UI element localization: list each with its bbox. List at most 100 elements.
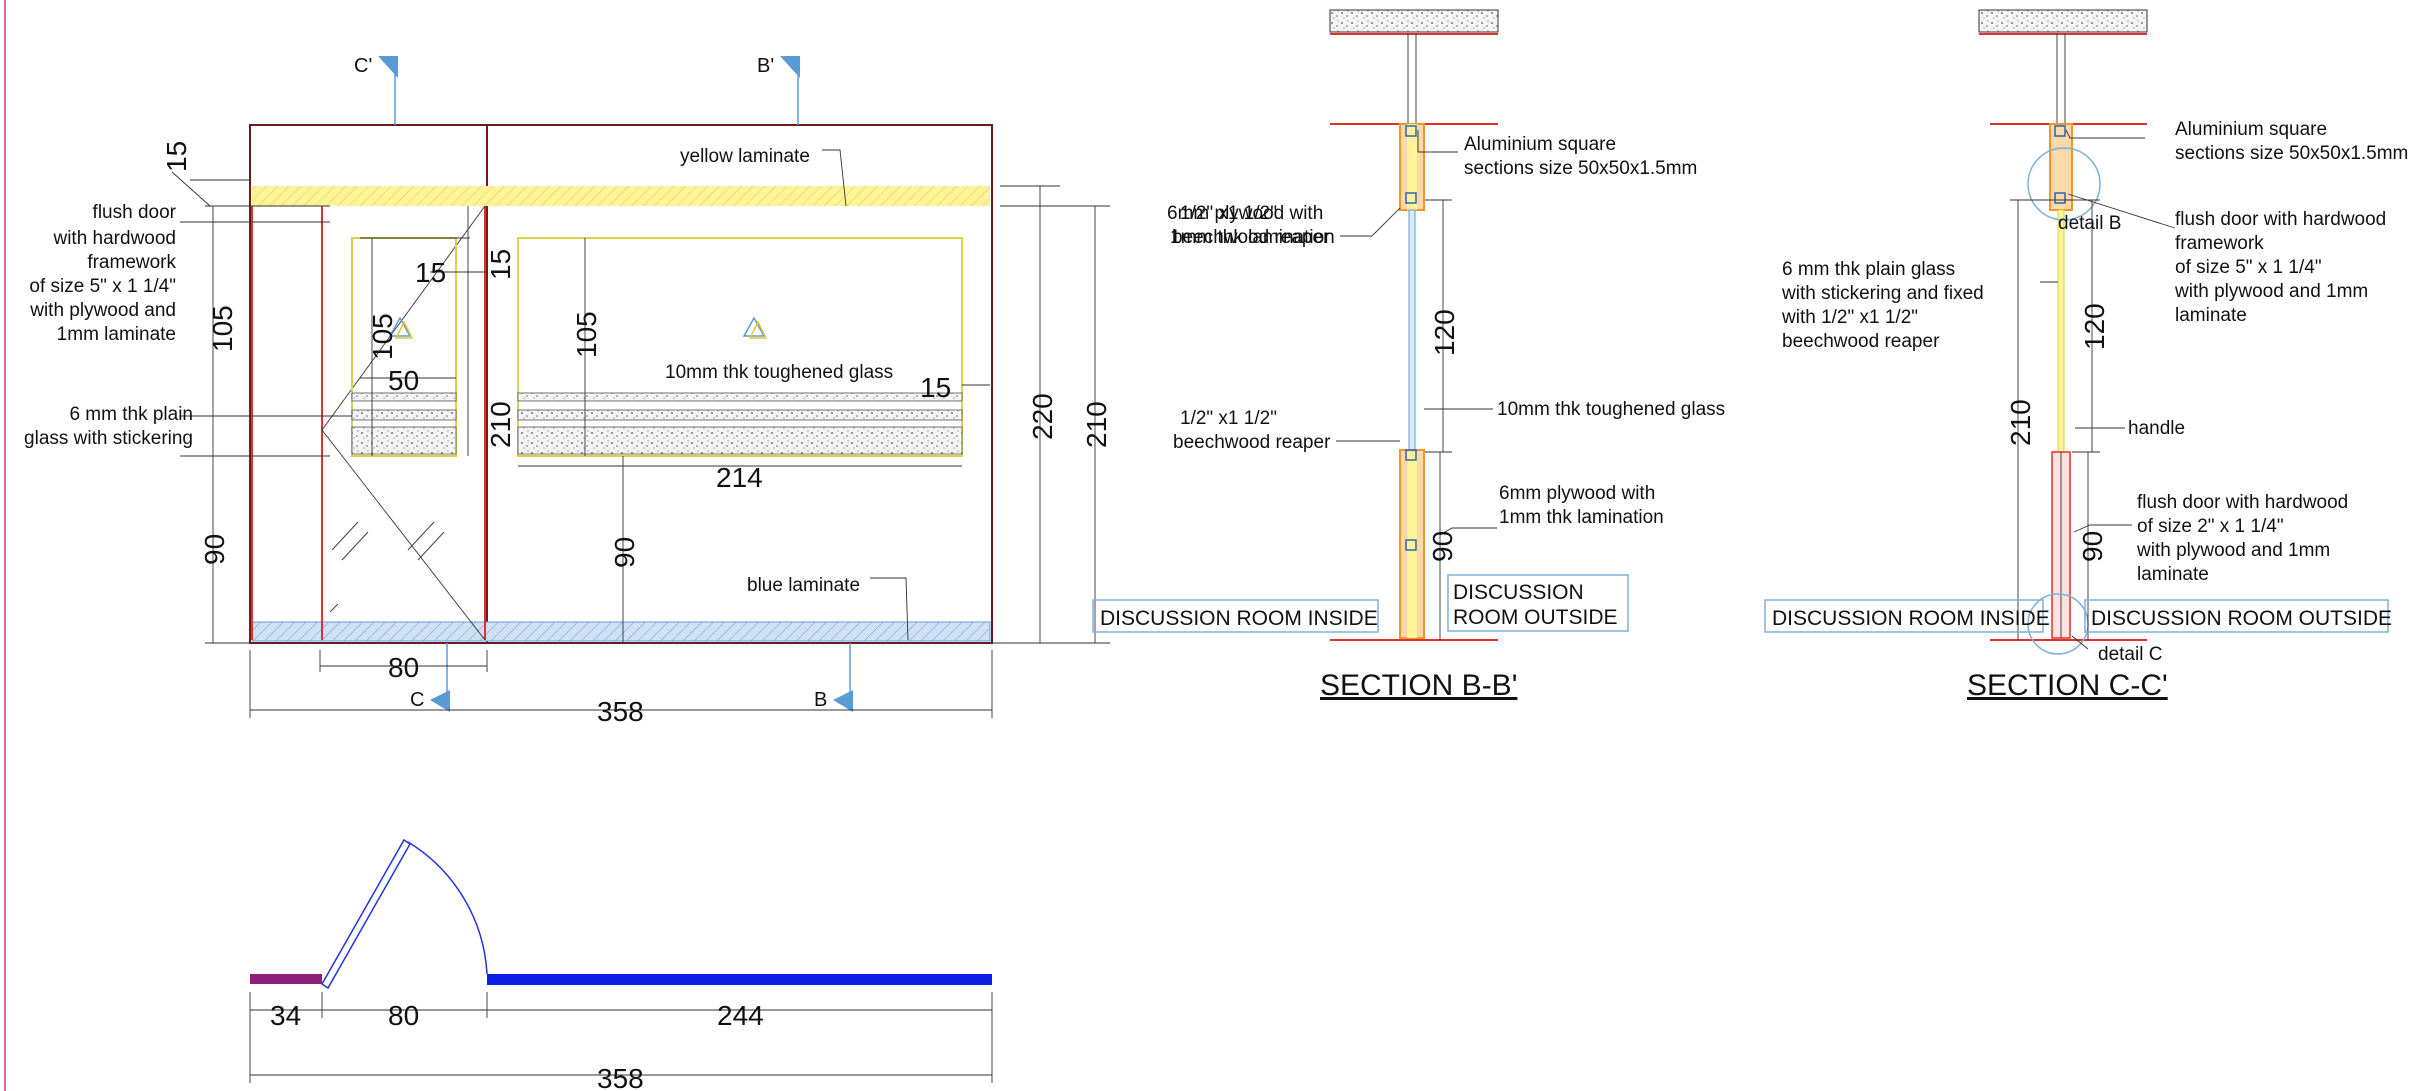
sticker-strip xyxy=(517,426,963,455)
dim-glass-214: 214 xyxy=(716,462,763,493)
section-c-label-flush-top-2: framework xyxy=(2175,233,2264,254)
section-b-title: SECTION B-B' xyxy=(1320,669,1517,702)
section-c-title: SECTION C-C' xyxy=(1967,669,2168,702)
label-flush-door-line2: with hardwood xyxy=(52,228,176,249)
marker-c-prime: C' xyxy=(354,55,372,77)
marker-b: B xyxy=(814,689,827,711)
section-c-label-handle: handle xyxy=(2128,418,2185,439)
section-c-room-inside: DISCUSSION ROOM INSIDE xyxy=(1772,607,2050,630)
section-c-label-aluminium-2: sections size 50x50x1.5mm xyxy=(2175,143,2408,164)
plan-wall-left xyxy=(250,974,322,984)
glass-symbol-icon xyxy=(388,316,768,339)
dim-glass-90: 90 xyxy=(609,537,640,568)
room-inside-box xyxy=(1092,599,1379,633)
label-flush-door-line3: framework xyxy=(87,252,176,273)
plan-dim-358: 358 xyxy=(597,1063,644,1091)
room-inside-box xyxy=(1764,599,2044,633)
section-c-label-glass-3: with 1/2" x1 1/2" xyxy=(1781,307,1918,328)
aluminium-section-icon xyxy=(1405,192,1417,204)
section-c-label-flush-bottom-1: flush door with hardwood xyxy=(2137,492,2348,513)
section-b-label-reaper-top-2: beechwood reaper xyxy=(1172,227,1330,248)
marker-b-prime: B' xyxy=(757,55,774,77)
door-swing-mark xyxy=(321,205,486,641)
section-b-room-outside-2: ROOM OUTSIDE xyxy=(1453,606,1618,629)
section-c-label-glass-4: beechwood reaper xyxy=(1782,331,1940,352)
sticker-strip xyxy=(517,392,963,402)
dim-glass-105: 105 xyxy=(571,311,602,358)
room-outside-box xyxy=(2084,599,2389,633)
dim-glass-15: 15 xyxy=(920,372,951,403)
section-marker-flag-icon xyxy=(430,690,450,712)
section-b-label-plywood-bottom-2: 1mm thk lamination xyxy=(1499,507,1664,528)
dim-inner-105: 105 xyxy=(367,313,398,360)
label-plain-glass-line1: 6 mm thk plain xyxy=(69,404,193,425)
section-c-label-aluminium-1: Aluminium square xyxy=(2175,119,2327,140)
section-c-dim-90: 90 xyxy=(2077,531,2108,562)
aluminium-section-icon xyxy=(2054,125,2066,137)
sticker-strip xyxy=(351,426,457,455)
label-toughened-glass: 10mm thk toughened glass xyxy=(665,362,893,383)
plan-dim-80: 80 xyxy=(388,1000,419,1031)
section-b-label-reaper-1: 1/2" x1 1/2" xyxy=(1180,408,1277,429)
dim-overall-358: 358 xyxy=(597,696,644,727)
marker-c: C xyxy=(410,689,424,711)
sticker-strip xyxy=(351,392,457,402)
dim-right-210: 210 xyxy=(1081,401,1112,448)
section-b-label-plywood-bottom-1: 6mm plywood with xyxy=(1499,483,1655,504)
section-marker-flag-icon xyxy=(780,56,800,78)
label-flush-door-line4: of size 5" x 1 1/4" xyxy=(29,276,176,297)
section-c-label-flush-bottom-2: of size 2" x 1 1/4" xyxy=(2137,516,2284,537)
section-b-dim-90: 90 xyxy=(1427,531,1458,562)
plan-wall-right xyxy=(487,974,992,985)
section-c-label-glass-1: 6 mm thk plain glass xyxy=(1782,259,1955,280)
section-c-label-flush-top-4: with plywood and 1mm xyxy=(2174,281,2368,302)
label-flush-door-line1: flush door xyxy=(93,202,177,223)
section-b-label-plywood-top-1: 6mm plywood with xyxy=(1167,203,1323,224)
toughened-glass-panel xyxy=(517,237,963,457)
dim-inner-15: 15 xyxy=(415,257,446,288)
detail-b-callout xyxy=(2027,147,2101,221)
room-outside-box xyxy=(1447,574,1629,632)
sticker-strip xyxy=(517,409,963,421)
section-b-room-outside-1: DISCUSSION xyxy=(1453,581,1584,604)
sticker-strip xyxy=(351,409,457,421)
section-b-label-toughened: 10mm thk toughened glass xyxy=(1497,399,1725,420)
section-b-glass xyxy=(1408,209,1416,451)
dim-door-80: 80 xyxy=(388,652,419,683)
dim-inner-50: 50 xyxy=(388,365,419,396)
blue-laminate-band xyxy=(251,621,991,642)
section-c-view: Aluminium square sections size 50x50x1.5… xyxy=(1764,9,2408,702)
section-c-dims xyxy=(2010,199,2100,640)
section-c-glass xyxy=(2057,209,2065,461)
section-c-label-flush-top-3: of size 5" x 1 1/4" xyxy=(2175,257,2322,278)
section-c-label-flush-top-1: flush door with hardwood xyxy=(2175,209,2386,230)
section-b-leaders xyxy=(1336,130,1497,536)
plan-door-swing-arc xyxy=(407,841,488,975)
section-c-label-flush-bottom-4: laminate xyxy=(2137,564,2209,585)
elevation-view: C' B' C B xyxy=(24,55,1112,727)
section-b-slab xyxy=(1329,9,1499,33)
section-c-leaders xyxy=(2040,129,2176,650)
label-plain-glass-line2: glass with stickering xyxy=(24,428,193,449)
section-marker-flag-icon xyxy=(378,56,398,78)
glass-hatch xyxy=(329,521,445,613)
section-c-dim-120: 120 xyxy=(2079,303,2110,350)
section-c-dim-210: 210 xyxy=(2005,399,2036,446)
label-blue-laminate: blue laminate xyxy=(747,575,860,596)
section-c-label-detail-b: detail B xyxy=(2058,213,2121,234)
leader-lines xyxy=(171,149,909,641)
plan-dim-34: 34 xyxy=(270,1000,301,1031)
dim-left-105: 105 xyxy=(207,305,238,352)
aluminium-section-icon xyxy=(1405,125,1417,137)
section-c-slab xyxy=(1978,9,2148,33)
section-c-label-detail-c: detail C xyxy=(2098,644,2162,665)
yellow-laminate-band xyxy=(252,186,990,206)
section-b-dims xyxy=(1425,199,1452,640)
aluminium-section-icon xyxy=(1405,449,1417,461)
plan-door-leaf xyxy=(321,838,411,990)
section-b-view: Aluminium square sections size 50x50x1.5… xyxy=(1092,9,1725,702)
elevation-frame xyxy=(249,124,993,644)
plan-view: 34 80 244 358 xyxy=(249,838,993,1091)
section-b-label-reaper-2: beechwood reaper xyxy=(1173,432,1331,453)
